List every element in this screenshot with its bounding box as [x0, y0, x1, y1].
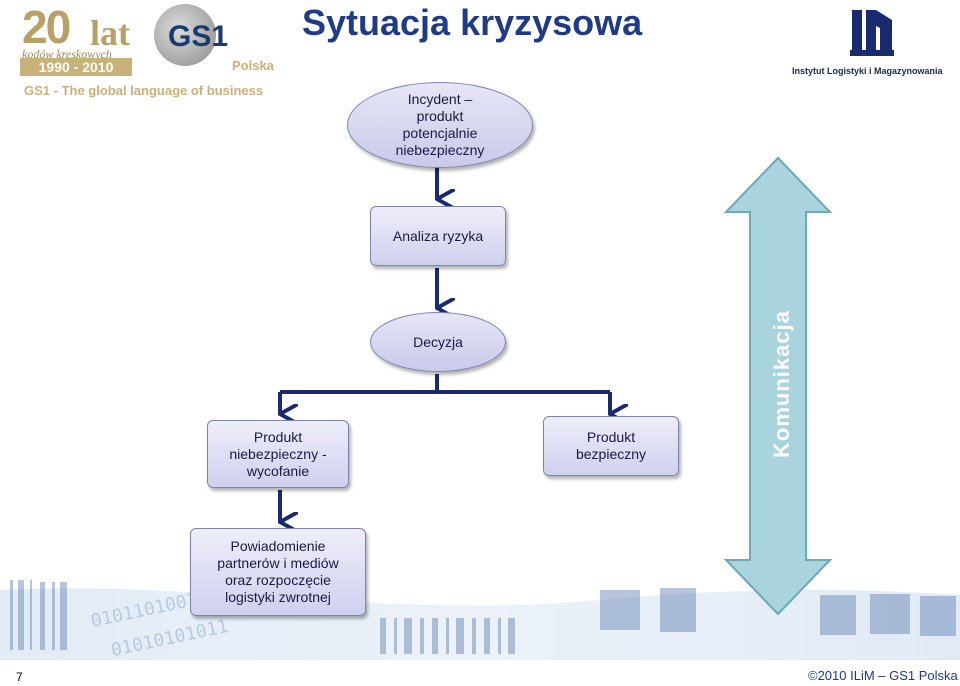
gs1-20-years-logo: 20 lat kodów kreskowych 1990 - 2010 GS1 … [18, 1, 280, 102]
logo-20: 20 [22, 1, 71, 53]
ilim-name: Instytut Logistyki i Magazynowania [792, 66, 943, 76]
footer-copyright: ©2010 ILiM – GS1 Polska [808, 668, 958, 683]
decision-node: Decyzja [370, 312, 506, 372]
logo-lat: lat [90, 13, 130, 53]
ilim-logo: Instytut Logistyki i Magazynowania [786, 4, 956, 82]
notification-node: Powiadomienie partnerów i mediów oraz ro… [190, 528, 366, 616]
communication-double-arrow [723, 156, 833, 616]
unsafe-product-label: Produkt niebezpieczny - wycofanie [229, 428, 327, 479]
decision-label: Decyzja [413, 333, 463, 350]
slide-title: Sytuacja kryzysowa [302, 2, 643, 43]
unsafe-product-node: Produkt niebezpieczny - wycofanie [207, 420, 349, 488]
incident-label: Incydent – produkt potencjalnie niebezpi… [395, 91, 485, 158]
logo-years: 1990 - 2010 [20, 58, 132, 76]
logo-polska: Polska [232, 58, 274, 73]
logo-kodow: kodów kreskowych [22, 47, 112, 61]
safe-product-label: Produkt bezpieczny [575, 429, 647, 462]
page-number: 7 [16, 670, 23, 684]
gs1-circle-icon [154, 4, 216, 66]
notification-label: Powiadomienie partnerów i mediów oraz ro… [217, 538, 339, 605]
risk-analysis-label: Analiza ryzyka [392, 227, 484, 244]
logo-tagline: GS1 - The global language of business [24, 83, 264, 98]
logo-gs1-brand: GS1 [168, 20, 229, 53]
ilim-mark-icon [850, 10, 894, 56]
safe-product-node: Produkt bezpieczny [543, 416, 679, 476]
incident-node: Incydent – produkt potencjalnie niebezpi… [347, 82, 533, 168]
risk-analysis-node: Analiza ryzyka [370, 206, 506, 266]
